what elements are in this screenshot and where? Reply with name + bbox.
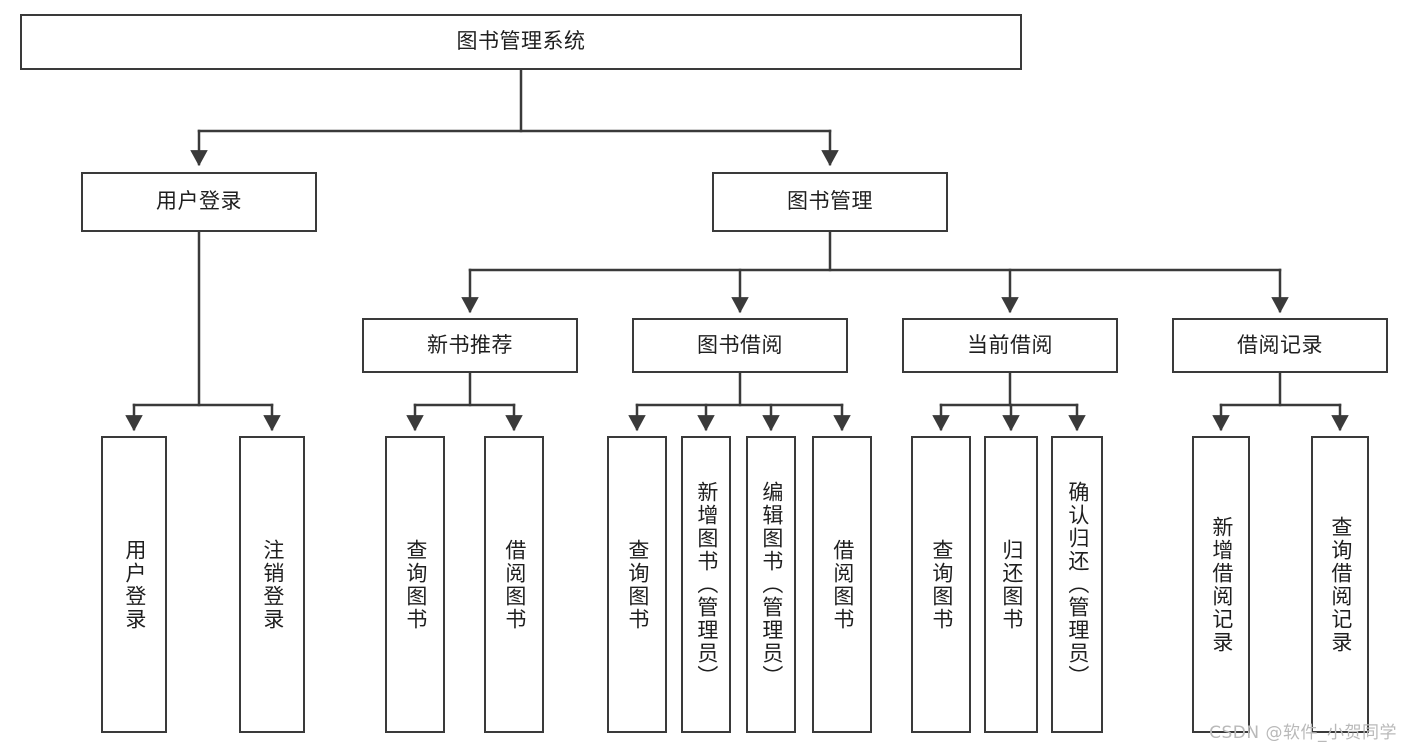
leaf-borrow-lend-book-label: 借阅图书	[830, 538, 855, 631]
node-user-login[interactable]: 用户登录	[81, 172, 317, 232]
leaf-user-login-label: 用户登录	[122, 538, 147, 631]
node-current-borrow[interactable]: 当前借阅	[902, 318, 1118, 373]
leaf-logout[interactable]: 注销登录	[239, 436, 305, 733]
leaf-newbook-query-book[interactable]: 查询图书	[385, 436, 445, 733]
leaf-current-query-book[interactable]: 查询图书	[911, 436, 971, 733]
leaf-add-borrow-record-label: 新增借阅记录	[1209, 515, 1234, 654]
node-book-borrow[interactable]: 图书借阅	[632, 318, 848, 373]
node-user-login-label: 用户登录	[156, 189, 242, 214]
leaf-newbook-query-book-label: 查询图书	[403, 538, 428, 631]
node-borrow-records[interactable]: 借阅记录	[1172, 318, 1388, 373]
leaf-add-book-admin[interactable]: 新增图书（管理员）	[681, 436, 731, 733]
leaf-add-borrow-record[interactable]: 新增借阅记录	[1192, 436, 1250, 733]
node-book-management-label: 图书管理	[787, 189, 873, 214]
leaf-newbook-borrow-book-label: 借阅图书	[502, 538, 527, 631]
leaf-logout-label: 注销登录	[260, 538, 285, 631]
node-new-book-recommend[interactable]: 新书推荐	[362, 318, 578, 373]
leaf-borrow-query-book-label: 查询图书	[625, 538, 650, 631]
leaf-return-book-label: 归还图书	[999, 538, 1024, 631]
leaf-confirm-return-admin[interactable]: 确认归还（管理员）	[1051, 436, 1103, 733]
node-root[interactable]: 图书管理系统	[20, 14, 1022, 70]
leaf-borrow-query-book[interactable]: 查询图书	[607, 436, 667, 733]
leaf-confirm-return-admin-label: 确认归还（管理员）	[1065, 481, 1090, 688]
leaf-borrow-lend-book[interactable]: 借阅图书	[812, 436, 872, 733]
node-current-borrow-label: 当前借阅	[967, 332, 1053, 357]
leaf-return-book[interactable]: 归还图书	[984, 436, 1038, 733]
node-borrow-records-label: 借阅记录	[1237, 332, 1323, 357]
leaf-add-book-admin-label: 新增图书（管理员）	[694, 481, 719, 688]
node-new-book-recommend-label: 新书推荐	[427, 332, 513, 357]
leaf-edit-book-admin-label: 编辑图书（管理员）	[759, 481, 784, 688]
leaf-user-login[interactable]: 用户登录	[101, 436, 167, 733]
leaf-current-query-book-label: 查询图书	[929, 538, 954, 631]
leaf-query-borrow-record[interactable]: 查询借阅记录	[1311, 436, 1369, 733]
watermark: CSDN @软件_小贺同学	[1209, 723, 1397, 743]
node-root-label: 图书管理系统	[456, 29, 586, 54]
node-book-management[interactable]: 图书管理	[712, 172, 948, 232]
leaf-query-borrow-record-label: 查询借阅记录	[1328, 515, 1353, 654]
leaf-newbook-borrow-book[interactable]: 借阅图书	[484, 436, 544, 733]
node-book-borrow-label: 图书借阅	[697, 332, 783, 357]
leaf-edit-book-admin[interactable]: 编辑图书（管理员）	[746, 436, 796, 733]
